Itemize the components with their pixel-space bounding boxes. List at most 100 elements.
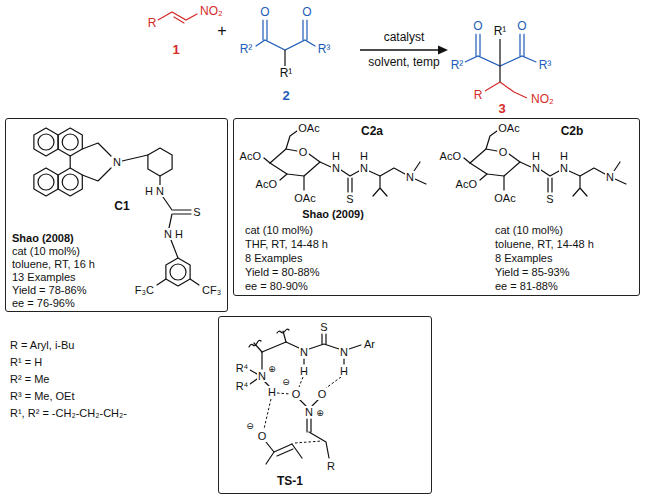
substituent-note: R = Aryl, i-Bu xyxy=(10,339,75,351)
atom: H xyxy=(174,228,184,240)
substituent-note: R² = Me xyxy=(10,373,49,385)
structure-stroke xyxy=(266,442,274,464)
atom: R xyxy=(147,17,158,30)
condition-text: cat (10 mol%) xyxy=(245,224,313,236)
reference-name: Shao (2008) xyxy=(12,232,74,244)
atom: N xyxy=(531,162,541,174)
atom: O xyxy=(259,6,270,19)
condition-text: ee = 80-90% xyxy=(245,280,308,292)
atom: N xyxy=(155,185,165,197)
condition-text: ee = 76-96% xyxy=(12,297,75,309)
condition-text: THF, RT, 14-48 h xyxy=(245,238,328,250)
condition-text: toluene, RT, 14-48 h xyxy=(495,238,594,250)
charge-sign: ⊖ xyxy=(281,378,291,388)
reference-name: Shao (2009) xyxy=(302,208,364,220)
structure-stroke xyxy=(264,399,271,429)
catalyst-panel: C2aOAcAcOAcOOOAcHNSHNNShao (2009)C2bOAcA… xyxy=(233,118,640,296)
structure-stroke xyxy=(70,156,71,168)
atom: O xyxy=(472,20,483,33)
atom: N xyxy=(112,156,122,168)
atom: R³ xyxy=(317,43,332,56)
structure-stroke xyxy=(62,134,78,150)
atom: CF₃ xyxy=(201,284,222,296)
atom: O xyxy=(298,146,309,158)
atom: H xyxy=(267,386,277,398)
structure-stroke xyxy=(62,174,78,190)
structure-stroke xyxy=(309,432,329,458)
atom: AcO xyxy=(255,178,278,190)
structure-stroke xyxy=(249,329,361,464)
structure-stroke xyxy=(38,134,54,150)
transition-state-name: TS-1 xyxy=(277,475,303,488)
compound-number: 2 xyxy=(282,89,289,103)
structure-stroke xyxy=(304,359,344,364)
structure-stroke xyxy=(286,342,299,348)
structure-stroke xyxy=(307,419,311,432)
transition-state-panel: SNHNHArR⁴N⊕R⁴HO⊖ON⊕O⊖RTS-1 xyxy=(218,316,432,494)
structure-stroke xyxy=(159,176,160,185)
atom: R² xyxy=(450,59,465,72)
atom: O xyxy=(317,388,328,400)
structure-stroke xyxy=(295,441,322,443)
structure-stroke xyxy=(34,168,58,196)
condition-text: 8 Examples xyxy=(495,252,552,264)
structure-stroke xyxy=(274,444,293,456)
structure-stroke xyxy=(292,444,302,458)
structure-stroke xyxy=(174,17,184,23)
structure-stroke xyxy=(173,210,191,214)
structure-stroke xyxy=(166,258,190,286)
structure-stroke xyxy=(326,377,341,388)
catalyst-number: C1 xyxy=(114,200,129,213)
atom: S xyxy=(192,206,201,218)
structure-stroke xyxy=(303,20,307,40)
atom: OAc xyxy=(493,192,516,204)
structure-stroke xyxy=(264,377,341,443)
atom: H xyxy=(559,150,569,162)
atom: R⁴ xyxy=(235,362,250,374)
condition-text: Yield = 80-88% xyxy=(245,266,320,278)
structure-stroke xyxy=(34,128,58,156)
structure-stroke xyxy=(157,279,166,285)
atom: H xyxy=(331,150,341,162)
atom: F₃C xyxy=(134,284,155,296)
charge-sign: ⊕ xyxy=(267,365,277,375)
atom: R xyxy=(326,460,336,472)
atom: R xyxy=(473,89,484,102)
structure-stroke xyxy=(299,377,303,387)
atom: O xyxy=(301,6,312,19)
condition-text: solvent, temp xyxy=(368,56,439,69)
atom: N xyxy=(339,346,349,358)
atom: R¹ xyxy=(493,25,508,38)
structure-stroke xyxy=(499,39,500,82)
structure-stroke xyxy=(122,155,148,161)
atom: AcO xyxy=(455,178,478,190)
compound-number: 1 xyxy=(172,43,179,57)
catalyst-number: C2a xyxy=(361,125,383,138)
structure-stroke xyxy=(263,20,267,40)
catalyst-number: C2b xyxy=(561,125,584,138)
condition-text: 13 Examples xyxy=(12,271,76,283)
condition-text: toluene, RT, 16 h xyxy=(12,258,95,270)
c2a-structure xyxy=(264,131,426,196)
atom: N xyxy=(359,162,369,174)
atom: N xyxy=(331,162,341,174)
atom: Ar xyxy=(363,338,376,350)
atom: H xyxy=(299,365,309,377)
condition-text: 8 Examples xyxy=(245,252,302,264)
structure-stroke xyxy=(190,279,199,285)
structure-stroke xyxy=(284,50,285,66)
atom: N xyxy=(163,228,173,240)
structure-stroke xyxy=(58,128,82,156)
structure-stroke xyxy=(520,34,524,56)
structure-stroke xyxy=(256,20,315,50)
compound-number: 3 xyxy=(498,102,505,116)
structure-stroke xyxy=(309,344,339,349)
atom: N xyxy=(304,406,314,418)
atom: O xyxy=(516,20,527,33)
structure-stroke xyxy=(249,340,261,347)
structure-stroke xyxy=(169,214,172,228)
c2b-structure xyxy=(464,131,626,196)
structure-stroke xyxy=(82,168,111,181)
structure-stroke xyxy=(349,345,361,349)
